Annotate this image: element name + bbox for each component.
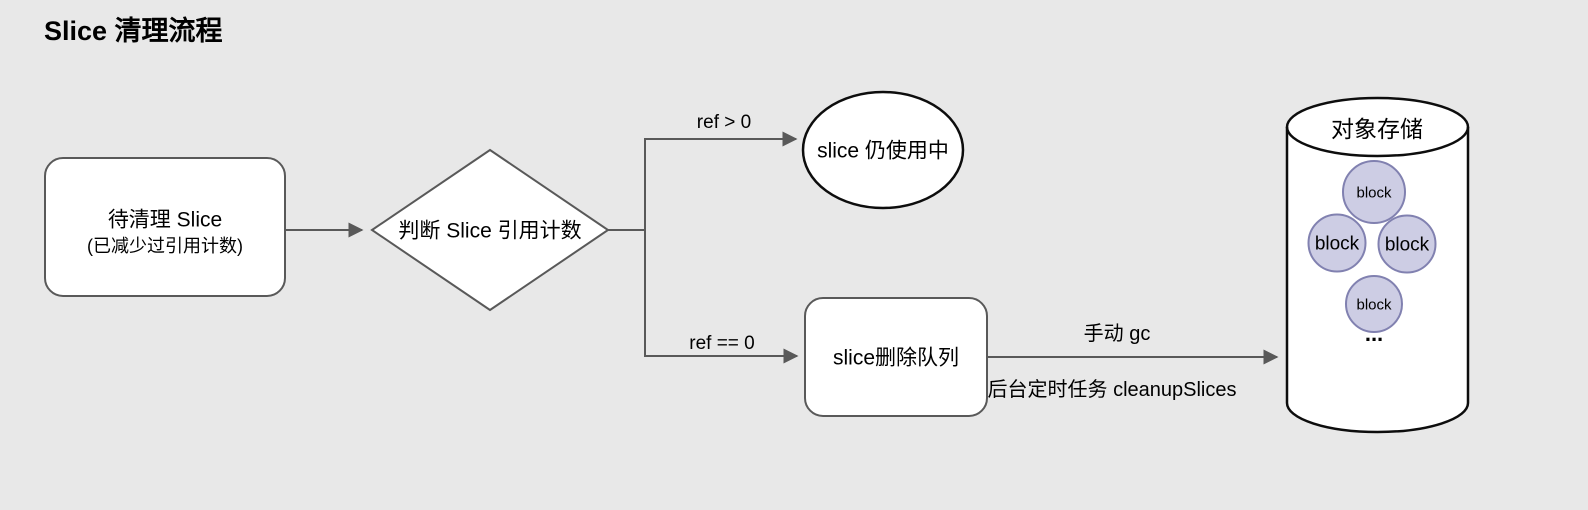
storage-ellipsis: ...: [1365, 321, 1383, 346]
block-label: block: [1315, 234, 1360, 255]
node-decision: 判断 Slice 引用计数: [370, 148, 610, 312]
pending-slice-sublabel: (已减少过引用计数): [87, 236, 243, 256]
node-slice-delete-queue: slice删除队列: [804, 297, 988, 417]
pending-slice-shape: [44, 157, 286, 297]
node-pending-slice: 待清理 Slice (已减少过引用计数): [44, 157, 286, 297]
object-storage-label: 对象存储: [1331, 116, 1423, 142]
edge-label-background-task: 后台定时任务 cleanupSlices: [988, 378, 1237, 401]
block-circle-shape: [1345, 275, 1403, 333]
block-circle-shape: [1377, 214, 1437, 274]
node-object-storage: 对象存储 block block block block ...: [1285, 96, 1470, 434]
block-circle-bottom: block: [1345, 275, 1403, 333]
block-circle-left: block: [1307, 213, 1367, 273]
slice-in-use-shape: [801, 90, 965, 210]
slice-in-use-label: slice 仍使用中: [817, 140, 949, 163]
pending-slice-label: 待清理 Slice: [108, 209, 222, 232]
block-label: block: [1356, 297, 1392, 314]
block-circle-shape: [1307, 213, 1367, 273]
diagram-title: Slice 清理流程: [44, 16, 223, 46]
edge-ref-zero: [644, 230, 799, 364]
block-label: block: [1385, 235, 1430, 256]
object-storage-cylinder-body: [1285, 96, 1470, 434]
edge-ref-positive: [644, 131, 798, 230]
slice-delete-queue-label: slice删除队列: [833, 347, 959, 370]
block-circle-right: block: [1377, 214, 1437, 274]
edge-label-ref-positive: ref > 0: [697, 112, 751, 133]
object-storage-cylinder-lid: [1285, 126, 1470, 158]
block-label: block: [1356, 185, 1392, 202]
block-circle-top: block: [1342, 160, 1406, 224]
edge-label-ref-zero: ref == 0: [689, 333, 755, 354]
decision-label: 判断 Slice 引用计数: [398, 220, 581, 243]
node-slice-in-use: slice 仍使用中: [801, 90, 965, 210]
block-circle-shape: [1342, 160, 1406, 224]
edge-label-manual-gc: 手动 gc: [1084, 322, 1151, 345]
